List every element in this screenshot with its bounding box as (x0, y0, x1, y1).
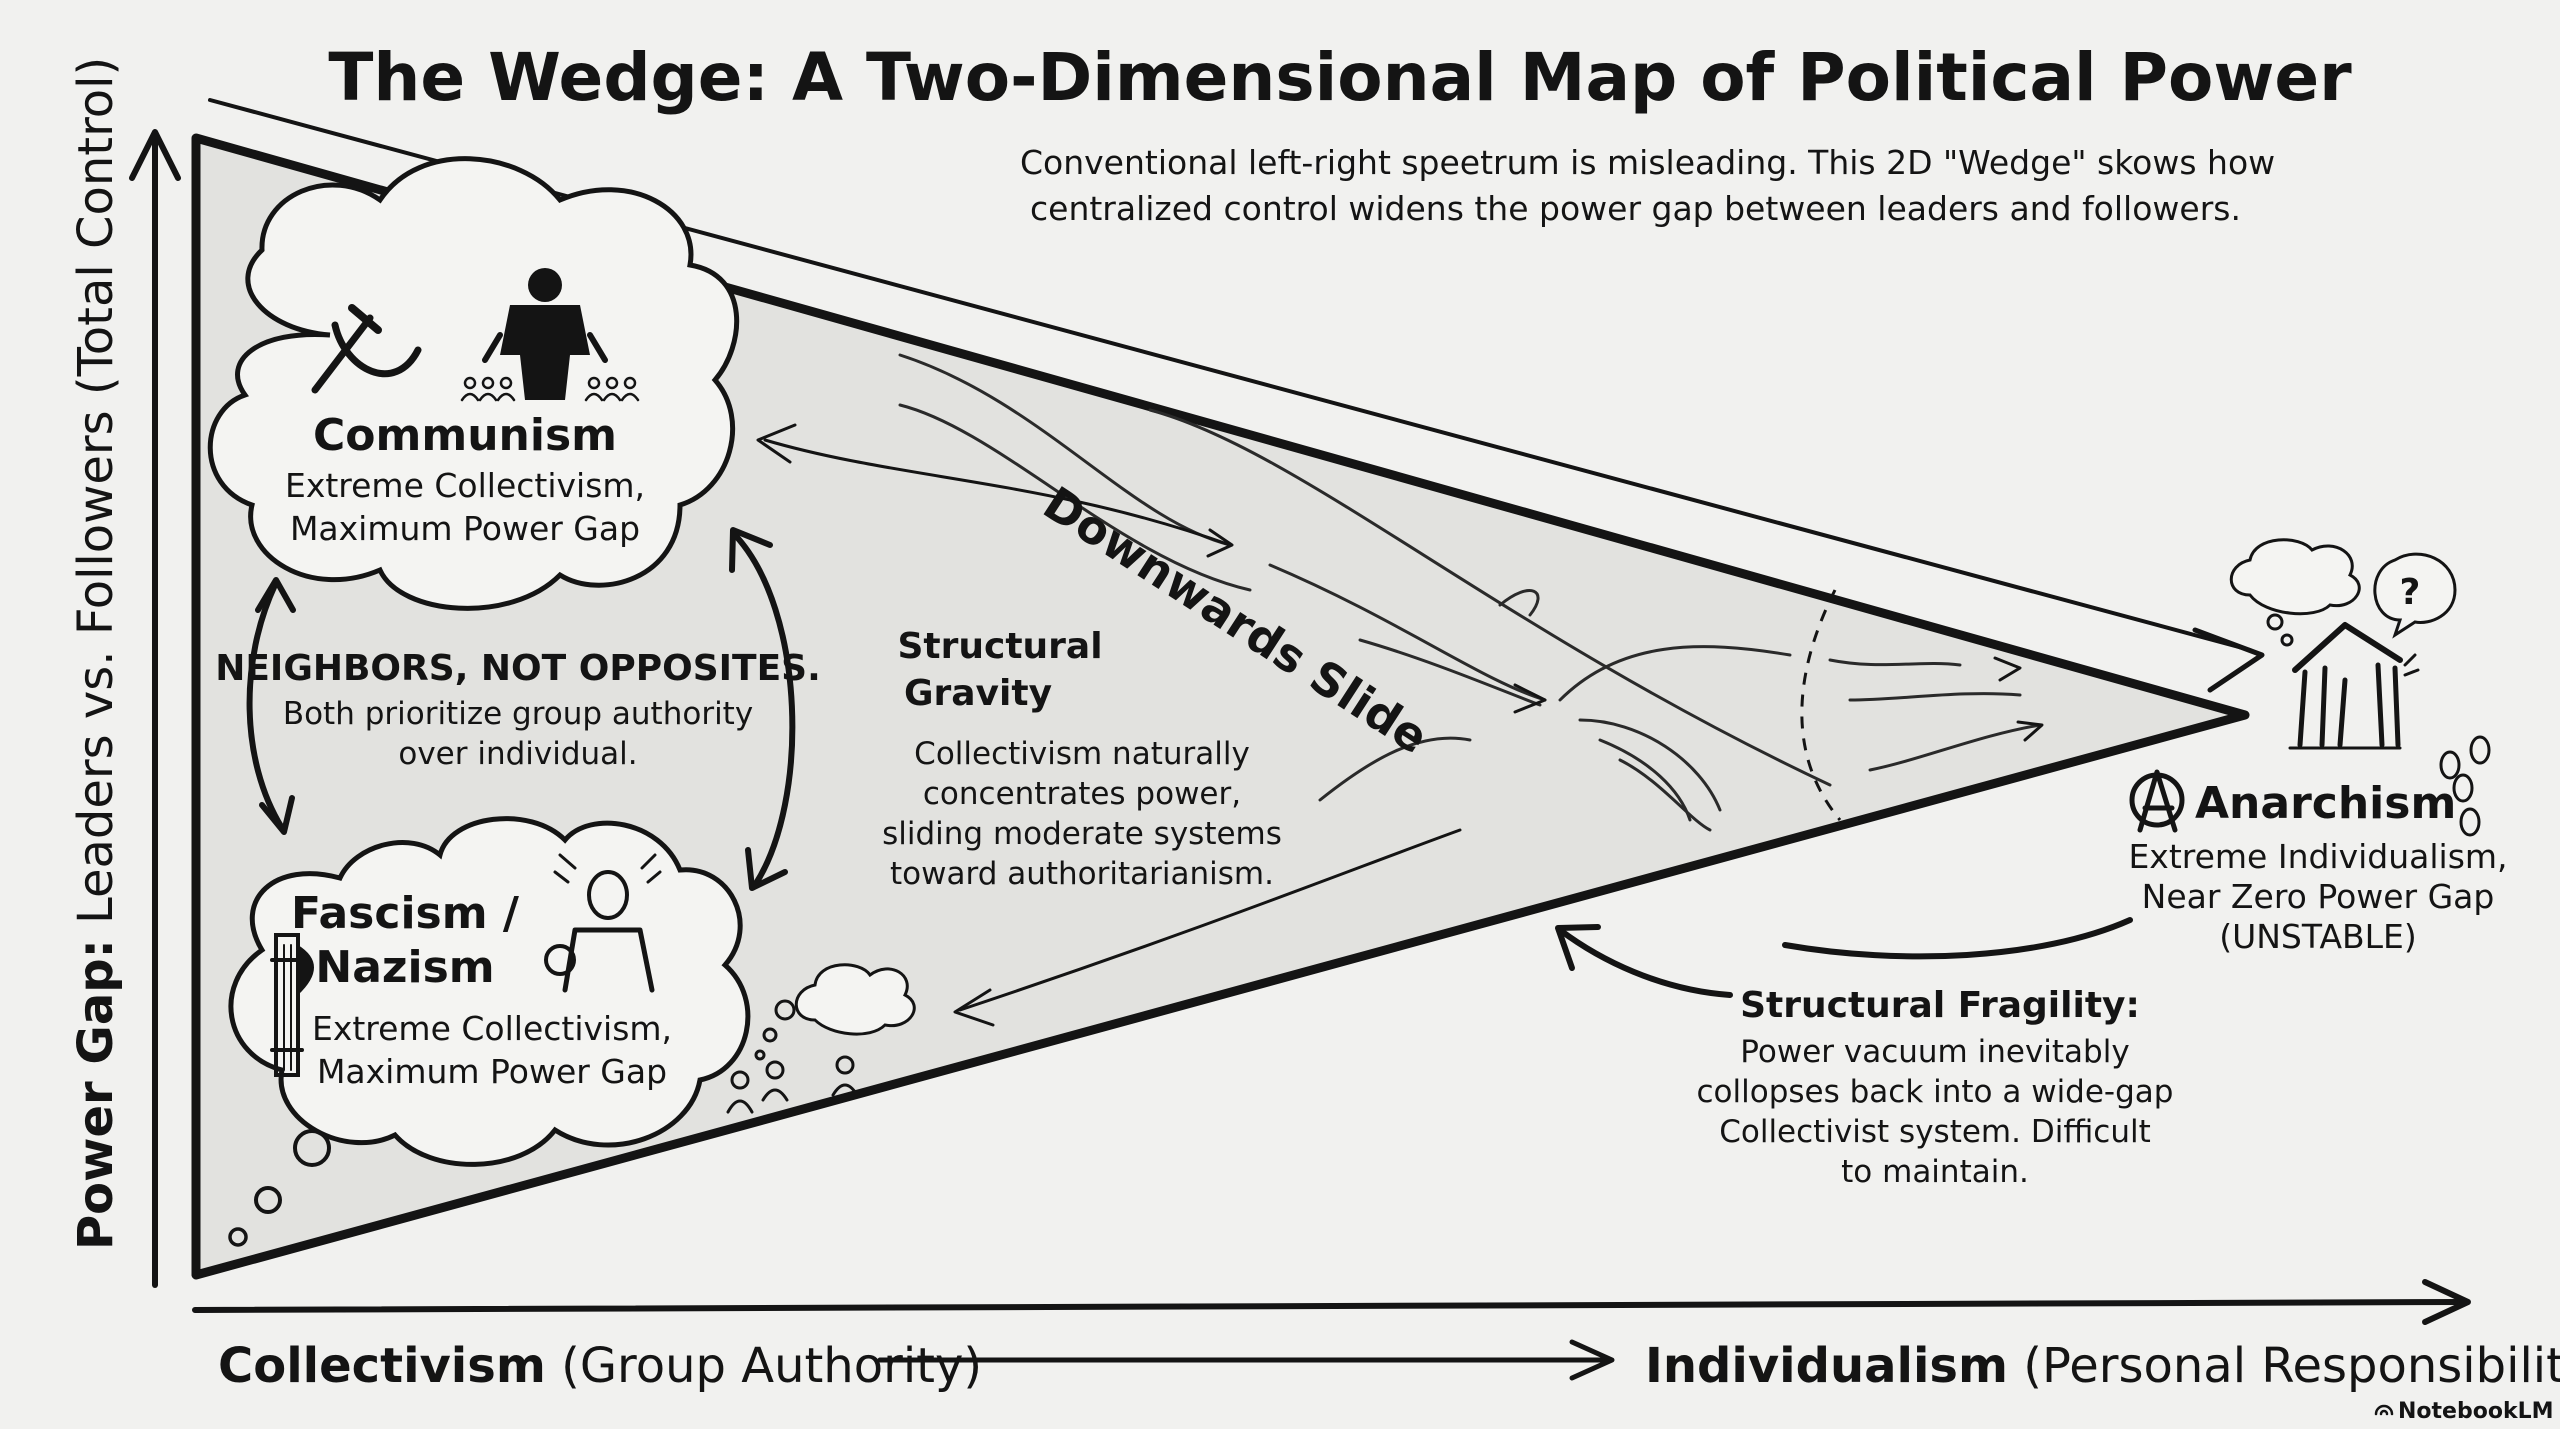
neighbors-line-2: over individual. (398, 736, 637, 772)
broken-chain-icon (2439, 735, 2491, 837)
communism-line-1: Extreme Collectivism, (285, 466, 645, 505)
fragility-line-2: collopses back into a wide-gap (1697, 1074, 2174, 1110)
anarchism-line-1: Extreme Individualism, (2128, 837, 2507, 876)
fragility-heading: Structural Fragility: (1740, 985, 2140, 1026)
fragility-arrow (1555, 917, 2133, 998)
crowd-icon (460, 376, 640, 402)
circle-a-icon (2129, 769, 2185, 833)
gravity-heading-1: Structural (897, 626, 1102, 667)
fascism-line-2: Maximum Power Gap (317, 1052, 667, 1091)
anarchism-thought-cloud (2229, 538, 2361, 647)
people-icon (726, 1055, 859, 1114)
small-thought-cloud (754, 963, 916, 1061)
x-axis-left-label: Collectivism (Group Authority) (218, 1338, 982, 1394)
dictator-figure-icon (544, 853, 662, 993)
hammer-sickle-icon (311, 304, 422, 394)
fascism-line-1: Extreme Collectivism, (312, 1009, 672, 1048)
leader-figure-icon (482, 268, 608, 400)
neighbors-heading: NEIGHBORS, NOT OPPOSITES. (215, 648, 821, 689)
fragility-line-3: Collectivist system. Difficult (1719, 1114, 2151, 1150)
question-mark: ? (2400, 572, 2421, 613)
fascism-cloud (228, 816, 751, 1247)
fascism-heading-2: Nazism (315, 942, 494, 993)
communism-line-2: Maximum Power Gap (290, 509, 640, 548)
y-axis (129, 129, 181, 1288)
neighbors-double-arrow (246, 527, 796, 891)
page-title: The Wedge: A Two-Dimensional Map of Poli… (328, 39, 2352, 116)
anarchism-line-2: Near Zero Power Gap (2142, 877, 2495, 916)
intro-line-1: Conventional left-right speetrum is misl… (1020, 143, 2275, 182)
brand-label: NotebookLM (2398, 1399, 2553, 1424)
x-axis-right-label: Individualism (Personal Responsibility) (1645, 1338, 2560, 1394)
fragility-line-1: Power vacuum inevitably (1740, 1034, 2129, 1070)
broken-house-icon (2288, 622, 2420, 750)
gravity-line-1: Collectivism naturally (914, 736, 1250, 772)
anarchism-heading: Anarchism (2195, 778, 2456, 829)
gravity-line-3: sliding moderate systems (882, 816, 1282, 852)
x-axis-middle-arrow (877, 1339, 1615, 1381)
intro-line-2: centralized control widens the power gap… (1030, 189, 2241, 228)
notebooklm-logo-icon (2374, 1404, 2394, 1416)
anarchism-line-3: (UNSTABLE) (2219, 917, 2417, 956)
fascism-heading-1: Fascism / (291, 888, 520, 939)
gravity-heading-2: Gravity (904, 673, 1052, 714)
slide-flow-lines (898, 353, 2044, 832)
communism-heading: Communism (313, 410, 617, 461)
fasces-icon (270, 933, 314, 1077)
fragility-line-4: to maintain. (1841, 1154, 2029, 1190)
gravity-line-2: concentrates power, (923, 776, 1241, 812)
gravity-line-4: toward authoritarianism. (890, 856, 1274, 892)
question-bubble: ? (2373, 552, 2457, 639)
x-axis (192, 1279, 2471, 1325)
communism-cloud (207, 156, 740, 611)
return-arrows (756, 423, 1462, 1027)
neighbors-line-1: Both prioritize group authority (283, 696, 753, 732)
y-axis-label: Power Gap: Leaders vs. Followers (Total … (68, 57, 124, 1250)
